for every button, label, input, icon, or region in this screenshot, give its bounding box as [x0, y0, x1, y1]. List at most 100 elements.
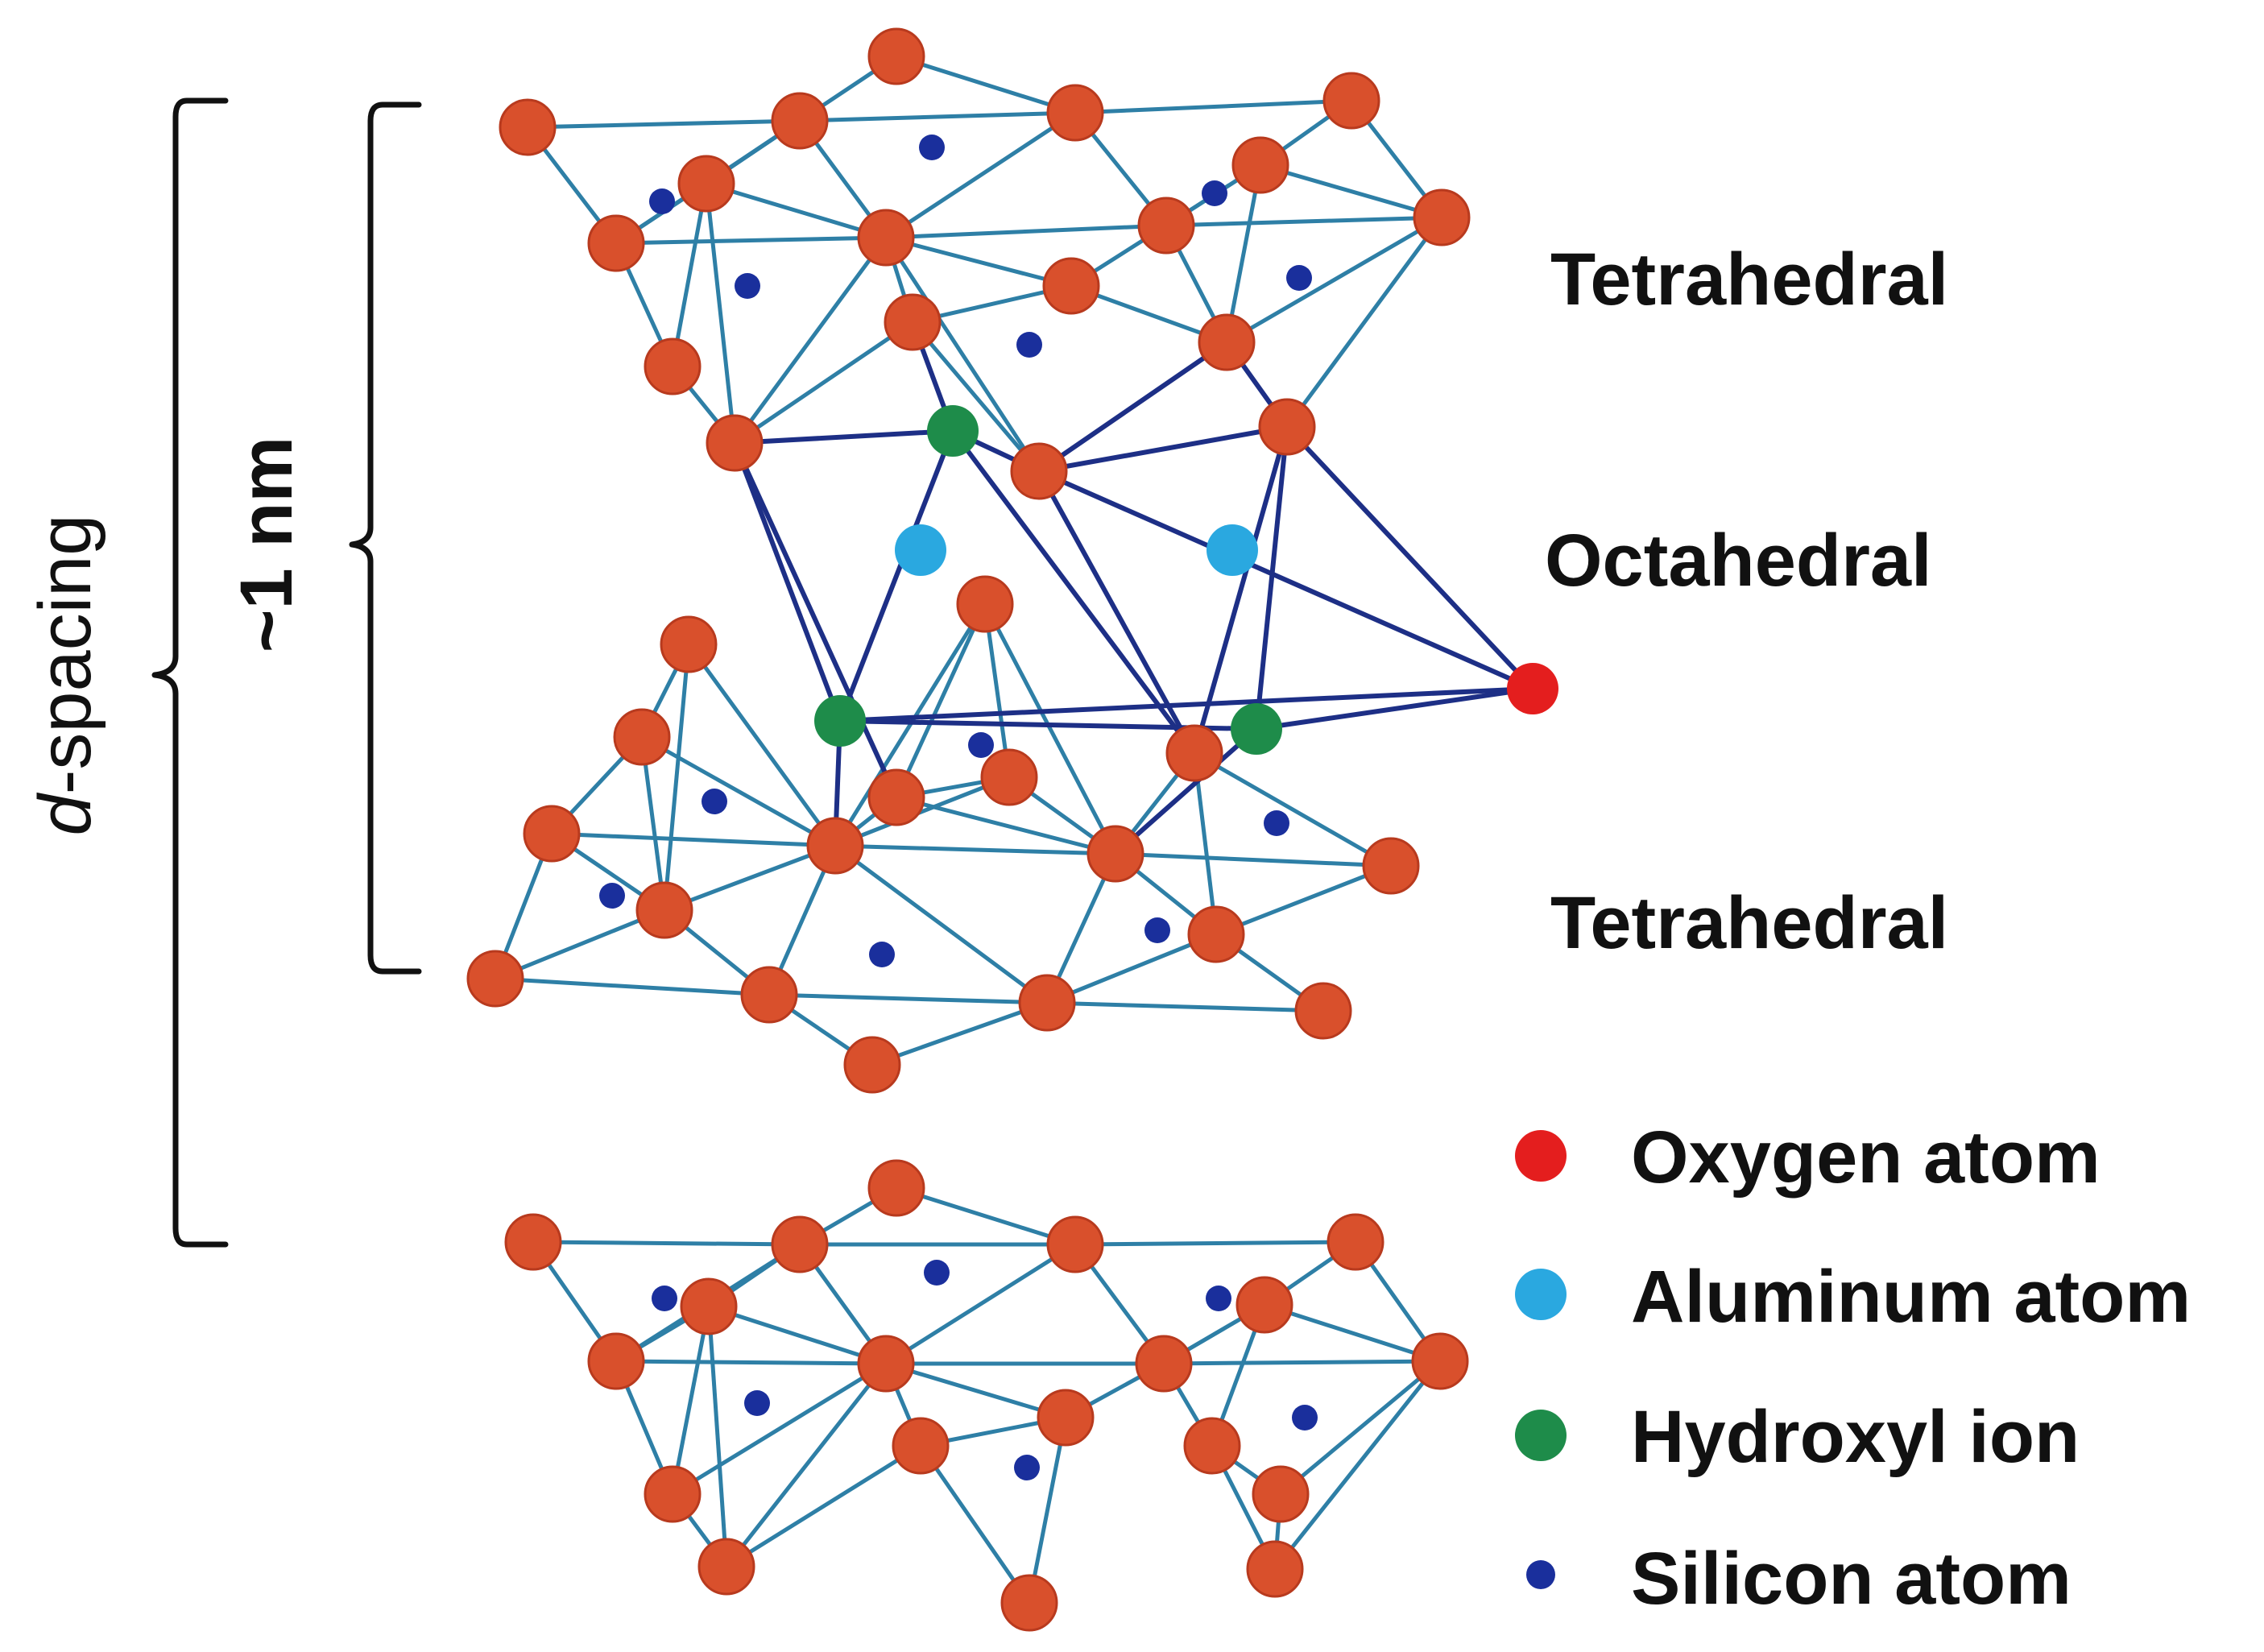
- octahedral-bond: [838, 429, 955, 722]
- tetrahedral-bond: [885, 235, 1072, 288]
- tetrahedral-bond: [671, 1361, 888, 1497]
- oxygen-atom: [867, 1159, 925, 1217]
- legend-label-hydroxyl: Hydroxyl ion: [1631, 1396, 2080, 1478]
- tetrahedral-bond: [704, 183, 737, 444]
- tetrahedral-bond: [495, 976, 770, 997]
- silicon-atom: [735, 273, 760, 299]
- silicon-atom: [744, 1390, 770, 1416]
- tetrahedral-bond: [834, 843, 1049, 1005]
- tetrahedral-bond: [527, 118, 801, 130]
- aluminum-atom: [895, 524, 946, 576]
- silicon-atom: [1286, 265, 1312, 291]
- oxygen-atom: [644, 1465, 702, 1523]
- tetrahedral-bond: [1193, 751, 1393, 868]
- atoms: [466, 27, 1558, 1632]
- octahedral-bond: [1192, 426, 1289, 754]
- tetrahedral-bond: [1215, 863, 1392, 937]
- oxygen-atom: [956, 575, 1014, 633]
- silicon-atom: [1206, 1286, 1231, 1311]
- silicon-atom: [652, 1286, 677, 1311]
- oxygen-atom: [1507, 663, 1558, 714]
- tetrahedral-bond: [733, 320, 914, 445]
- oxygen-atom: [1183, 1417, 1241, 1475]
- oxygen-swatch-icon: [1515, 1130, 1567, 1182]
- oxygen-atom: [867, 27, 925, 85]
- silicon-atom: [1264, 810, 1289, 836]
- tetrahedral-bond: [834, 843, 1116, 856]
- d-spacing-label: d-spacing: [24, 515, 106, 836]
- oxygen-atom: [1037, 1389, 1095, 1447]
- oxygen-atom: [1135, 1335, 1193, 1393]
- oxygen-atom: [771, 1215, 829, 1273]
- tetrahedral-bond: [1046, 1000, 1324, 1013]
- oxygen-atom: [1046, 84, 1104, 142]
- silicon-atom: [599, 883, 625, 909]
- tetrahedral-bottom-label: Tetrahedral: [1550, 882, 1948, 964]
- tetrahedral-bond: [615, 1359, 887, 1366]
- tetrahedral-bond: [911, 321, 1041, 473]
- silicon-atom: [1014, 1455, 1040, 1480]
- oxygen-atom: [1231, 136, 1289, 194]
- tetrahedral-bond: [1165, 215, 1442, 228]
- oxygen-atom: [740, 966, 798, 1024]
- oxygen-atom: [1042, 257, 1100, 315]
- tetrahedral-bond: [768, 992, 1048, 1005]
- legend-label-aluminum: Aluminum atom: [1631, 1256, 2191, 1338]
- tetrahedral-bond: [495, 908, 665, 981]
- oxygen-atom: [1137, 197, 1195, 255]
- oxygen-atom: [884, 293, 942, 351]
- oxygen-atom: [1010, 442, 1068, 500]
- tetrahedral-bond: [1225, 215, 1443, 345]
- oxygen-atom: [1258, 398, 1316, 456]
- oxygen-atom: [806, 817, 864, 875]
- oxygen-atom: [1198, 313, 1256, 371]
- oxygen-atom: [499, 98, 557, 156]
- tetrahedral-bond: [706, 1306, 729, 1567]
- octahedral-bond: [1037, 469, 1534, 691]
- tetrahedral-bond: [983, 602, 1118, 855]
- tetrahedral-bond: [708, 1304, 887, 1366]
- d-spacing-suffix: -spacing: [24, 515, 106, 795]
- oxygen-atom: [867, 768, 925, 826]
- inner-spacing-bracket: [349, 101, 422, 975]
- oxygen-atom: [697, 1538, 755, 1596]
- octahedral-bond: [1285, 424, 1535, 691]
- tetrahedral-bond: [799, 110, 1076, 123]
- tetrahedral-bond: [615, 235, 887, 246]
- tetrahedral-bond: [834, 775, 1010, 848]
- oxygen-atom: [677, 155, 735, 213]
- tetrahedral-bond: [885, 1361, 1066, 1420]
- legend-label-oxygen: Oxygen atom: [1631, 1116, 2101, 1199]
- tetrahedral-bond: [1163, 1359, 1441, 1366]
- tetrahedral-top-label: Tetrahedral: [1550, 238, 1948, 321]
- oxygen-atom: [523, 805, 581, 863]
- oxygen-atom: [587, 1332, 645, 1390]
- octahedral-bond: [1256, 686, 1533, 731]
- oxygen-atom: [613, 708, 671, 766]
- silicon-atom: [1016, 332, 1042, 358]
- legend-label-silicon: Silicon atom: [1631, 1538, 2072, 1620]
- octahedral-bond: [1114, 727, 1258, 856]
- tetrahedral-bond: [885, 223, 1167, 240]
- oxygen-atom: [1252, 1465, 1310, 1523]
- tetrahedral-bond: [896, 795, 1116, 856]
- silicon-atom: [1202, 180, 1227, 206]
- tetrahedral-bond: [1115, 851, 1392, 868]
- silicon-atom: [924, 1260, 950, 1286]
- tetrahedral-bond: [725, 1443, 922, 1569]
- octahedral-bond: [1254, 426, 1289, 730]
- legend-oxygen: Oxygen atom: [1515, 1116, 2101, 1199]
- d-spacing-bracket: [151, 97, 229, 1248]
- oxygen-atom: [1411, 1332, 1469, 1390]
- tetrahedral-bond: [532, 1240, 801, 1247]
- legend-silicon: Silicon atom: [1526, 1538, 2072, 1620]
- silicon-atom: [968, 732, 994, 758]
- inner-spacing-label: ~1 nm: [226, 437, 308, 652]
- legend-aluminum: Aluminum atom: [1515, 1256, 2191, 1338]
- oxygen-atom: [1413, 188, 1471, 246]
- octahedral-bond: [950, 429, 1197, 755]
- oxygen-atom: [587, 214, 645, 272]
- d-spacing-italic: d: [24, 792, 106, 835]
- oxygen-atom: [504, 1213, 562, 1271]
